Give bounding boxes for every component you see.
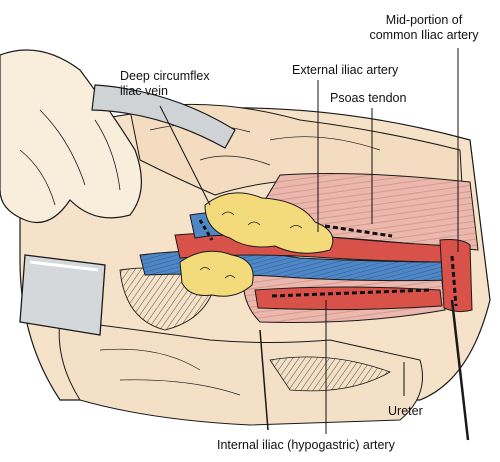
gloved-hand bbox=[0, 49, 143, 224]
dashed-line-common-iliac bbox=[450, 255, 458, 307]
label-psoas-tendon: Psoas tendon bbox=[330, 91, 407, 105]
label-line-1: Mid-portion of bbox=[385, 13, 463, 27]
fat-tissue-lower bbox=[179, 250, 254, 297]
label-common-iliac-artery: Mid-portion of common Iliac artery bbox=[356, 13, 492, 43]
retractor-blade-left bbox=[19, 254, 106, 336]
common-iliac-vessel bbox=[439, 239, 473, 313]
lower-tissue bbox=[58, 319, 423, 426]
fat-tissue-upper bbox=[204, 192, 334, 254]
label-line-2: common Iliac artery bbox=[369, 28, 479, 42]
label-deep-circumflex-iliac-vein: Deep circumflex iliac vein bbox=[120, 69, 210, 99]
dashed-line-psoas bbox=[324, 224, 393, 238]
leader-circumflex bbox=[159, 105, 211, 206]
label-line-2: iliac vein bbox=[120, 84, 168, 98]
label-external-iliac-artery: External iliac artery bbox=[292, 63, 399, 77]
label-line-1: Deep circumflex bbox=[120, 69, 210, 83]
label-internal-iliac-artery: Internal iliac (hypogastric) artery bbox=[217, 438, 395, 452]
label-ureter: Ureter bbox=[388, 404, 423, 418]
retractor-blade-top bbox=[91, 84, 236, 149]
internal-iliac-vessel bbox=[254, 286, 443, 311]
dashed-line-circumflex bbox=[198, 219, 214, 241]
dashed-line-internal-iliac bbox=[271, 288, 431, 298]
